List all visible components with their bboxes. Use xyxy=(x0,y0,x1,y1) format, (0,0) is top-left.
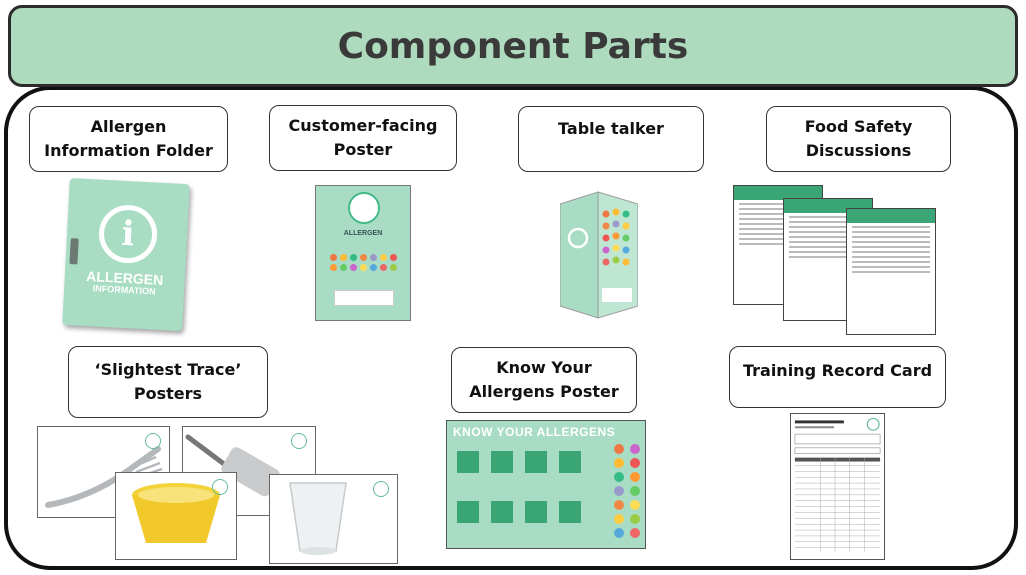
label-line: Customer-facing xyxy=(288,116,438,135)
label-training-record: Training Record Card xyxy=(729,346,946,408)
glass-icon xyxy=(289,482,347,555)
food-safety-sheet xyxy=(846,208,936,335)
customer-poster-image: ALLERGEN xyxy=(315,185,411,321)
label-line: Poster xyxy=(333,140,393,159)
label-table-talker: Table talker xyxy=(518,106,704,172)
allergen-folder-image: i ALLERGEN INFORMATION xyxy=(62,177,190,332)
info-icon: i xyxy=(97,203,159,265)
label-line: Discussions xyxy=(805,141,912,160)
label-slightest-trace: ‘Slightest Trace’ Posters xyxy=(68,346,268,418)
allergen-illustrations xyxy=(457,444,640,538)
label-line: ‘Slightest Trace’ xyxy=(94,360,242,379)
trace-poster-glass xyxy=(269,474,398,564)
label-line: Posters xyxy=(133,384,203,403)
poster-heading: KNOW YOUR ALLERGENS xyxy=(453,425,616,439)
label-line: Training Record Card xyxy=(742,361,933,380)
page-title: Component Parts xyxy=(337,25,689,67)
training-record-card-image xyxy=(790,413,885,560)
folder-cover-text: ALLERGEN INFORMATION xyxy=(64,268,185,298)
label-line: Table talker xyxy=(558,119,664,138)
label-line: Food Safety xyxy=(804,117,913,136)
spatula-icon xyxy=(185,434,280,497)
poster-heading: ALLERGEN xyxy=(343,230,383,237)
label-line: Allergen xyxy=(90,117,167,136)
badge-icon xyxy=(348,192,380,224)
trace-poster-cupcake-case xyxy=(115,472,237,560)
allergen-dots xyxy=(330,254,398,271)
label-line: Information Folder xyxy=(44,141,213,160)
label-line: Know Your xyxy=(496,358,592,377)
poster-box xyxy=(334,290,394,306)
know-allergens-poster-image: KNOW YOUR ALLERGENS xyxy=(446,420,646,549)
label-line: Allergens Poster xyxy=(469,382,619,401)
title-bar: Component Parts xyxy=(8,5,1018,87)
cupcake-case-icon xyxy=(132,483,220,543)
table-talker-image xyxy=(560,191,638,319)
folder-spine xyxy=(69,238,79,265)
